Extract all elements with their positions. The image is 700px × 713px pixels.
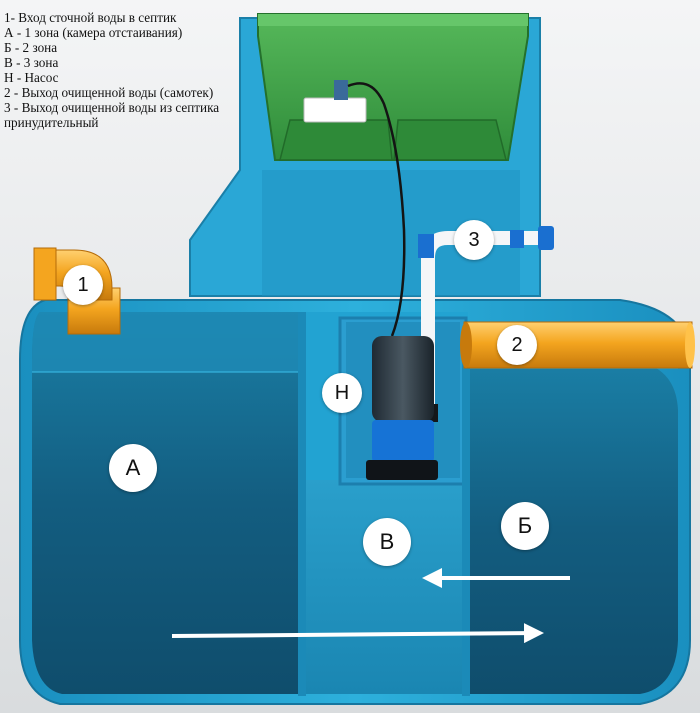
legend-item-gravity-outlet: 2 - Выход очищенной воды (самотек) — [4, 85, 214, 100]
legend-item-zone-a: А - 1 зона (камера отстаивания) — [4, 25, 183, 40]
marker-outlet-pressure: 3 — [454, 220, 494, 260]
legend-item-zone-v: В - 3 зона — [4, 55, 59, 70]
zone-v-chamber — [300, 480, 468, 694]
zone-a-chamber — [32, 312, 300, 694]
submersible-pump — [366, 336, 438, 480]
control-box — [303, 97, 367, 123]
pump-cable — [347, 82, 406, 337]
legend-item-pressure-outlet: 3 - Выход очищенной воды из септика прин… — [4, 100, 220, 130]
marker-zone-v: В — [363, 518, 411, 566]
flow-arrow-bottom — [171, 623, 544, 644]
marker-inlet: 1 — [63, 265, 103, 305]
legend-item-zone-b: Б - 2 зона — [4, 40, 58, 55]
gravity-outlet-pipe — [460, 321, 695, 369]
marker-pump: Н — [322, 373, 362, 413]
zone-b-chamber — [468, 362, 678, 694]
legend-item-inlet: 1- Вход сточной воды в септик — [4, 10, 177, 25]
legend-item-pump: Н - Насос — [4, 70, 59, 85]
marker-zone-a: А — [109, 444, 157, 492]
legend: 1- Вход сточной воды в септик А - 1 зона… — [4, 10, 254, 130]
marker-zone-b: Б — [501, 502, 549, 550]
marker-outlet-gravity: 2 — [497, 325, 537, 365]
